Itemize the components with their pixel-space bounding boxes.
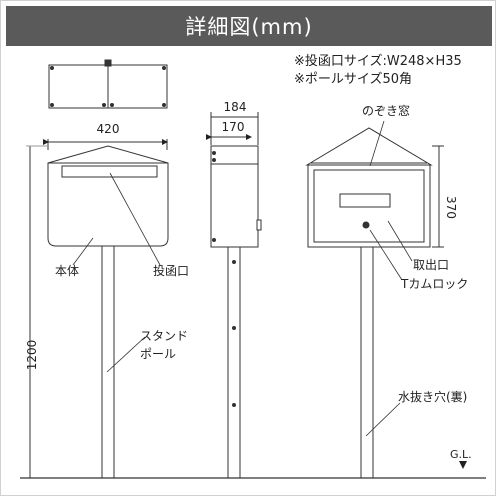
back-view-peek-window <box>339 193 391 208</box>
label-outlet: 取出口 <box>413 258 449 272</box>
side-depth-inner-label: 170 <box>222 120 245 134</box>
side-view-body <box>210 145 259 248</box>
back-height-label: 370 <box>444 196 458 219</box>
back-view-roof <box>305 127 433 166</box>
label-ground-level: G.L. <box>450 448 472 461</box>
title-bar: 詳細図(mm) <box>6 6 492 46</box>
note-pole-size: ※ポールサイズ50角 <box>294 72 413 87</box>
total-height-label: 1200 <box>25 340 39 371</box>
side-view <box>206 112 262 479</box>
ground-level-marker <box>459 461 467 469</box>
label-stand-pole-1: スタンド <box>140 329 188 343</box>
page-title: 詳細図(mm) <box>185 15 313 39</box>
label-peek-window: のぞき窓 <box>362 103 410 118</box>
front-view-pole <box>101 245 115 479</box>
front-width-label: 420 <box>97 122 120 136</box>
side-depth-outer-label: 184 <box>224 100 247 114</box>
label-t-cam-lock: Tカムロック <box>400 277 468 291</box>
side-view-pole <box>227 246 241 479</box>
front-view-mail-slot <box>61 165 158 178</box>
top-view <box>48 59 168 109</box>
label-mail-slot: 投函口 <box>153 263 189 278</box>
back-view <box>305 127 444 479</box>
note-slot-size: ※投函口サイズ:W248×H35 <box>294 54 462 69</box>
back-view-pole <box>360 246 374 479</box>
t-cam-lock-icon <box>362 221 370 229</box>
label-drain-hole: 水抜き穴(裏) <box>398 389 467 404</box>
front-view-roof <box>47 145 169 164</box>
leader-lines <box>72 120 413 437</box>
top-view-knob <box>104 59 112 67</box>
label-stand-pole-2: ポール <box>140 347 176 361</box>
label-body: 本体 <box>55 264 79 278</box>
front-view <box>26 139 169 479</box>
